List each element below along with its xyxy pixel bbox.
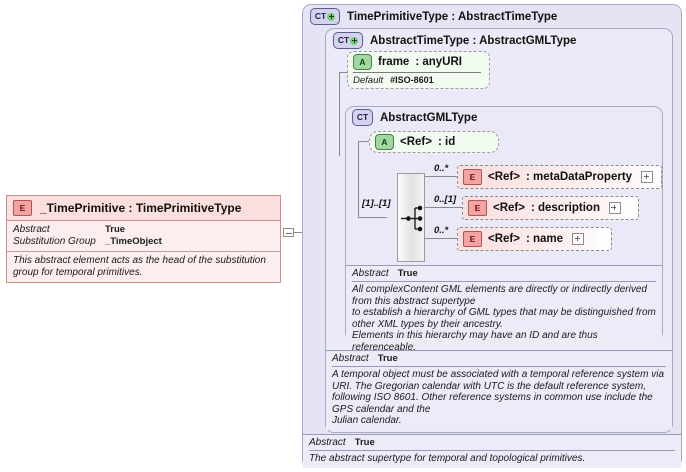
connector-line [358,217,387,218]
doc-text: A temporal object must be associated wit… [332,366,666,427]
plus-icon [350,36,359,45]
element-metadataproperty[interactable]: E <Ref> : metaDataProperty [457,165,662,189]
element-icon: E [13,200,32,216]
documentation-timeprimitivetype: Abstract True The abstract supertype for… [303,434,681,468]
property-row: Substitution Group _TimeObject [13,236,274,248]
root-element-header: E _TimePrimitive : TimePrimitiveType [7,196,280,221]
sequence-icon [401,205,423,232]
plus-expander-icon[interactable] [641,171,654,183]
type-title: AbstractGMLType [380,111,478,124]
compositor-cardinality: [1]..[1] [362,198,391,209]
plus-expander-icon[interactable] [572,233,585,245]
doc-value: True [397,268,418,279]
root-element-card[interactable]: E _TimePrimitive : TimePrimitiveType Abs… [6,195,281,284]
element-type: : name [525,233,564,245]
connector-line [339,72,348,73]
attribute-icon: A [353,54,372,70]
property-value: _TimeObject [105,236,162,247]
complextype-icon[interactable]: CT [352,109,373,126]
attribute-default: Default #ISO-8601 [353,72,481,86]
complextype-expand-icon[interactable]: CT [333,32,363,49]
type-header-abstractgmltype: CT AbstractGMLType [352,109,477,126]
doc-abstract-row: Abstract True [352,268,656,280]
doc-value: True [377,353,398,364]
type-title: TimePrimitiveType : AbstractTimeType [347,10,558,23]
default-key: Default [353,75,384,86]
element-name: <Ref> [488,171,520,183]
property-key: Abstract [13,224,50,235]
property-value: True [105,224,126,235]
type-header-abstracttimetype: CT AbstractTimeType : AbstractGMLType [333,32,576,49]
root-element-documentation: This abstract element acts as the head o… [13,255,266,278]
ct-label: CT [356,112,369,123]
attribute-type: : id [437,136,456,148]
default-value: #ISO-8601 [390,75,434,85]
documentation-abstracttimetype: Abstract True A temporal object must be … [326,350,672,430]
attribute-name: frame [378,56,410,68]
plus-expander-icon[interactable] [608,202,621,214]
complextype-expand-icon[interactable]: CT [310,8,340,25]
doc-abstract-row: Abstract True [332,353,666,365]
connector-line [358,141,359,217]
cardinality-metadataproperty: 0..* [434,163,449,174]
connector-line [425,176,458,177]
property-key: Substitution Group [13,236,96,247]
ct-label: CT [337,35,350,46]
element-type: : metaDataProperty [525,171,633,183]
type-title: AbstractTimeType : AbstractGMLType [370,34,577,47]
element-description[interactable]: E <Ref> : description [462,196,639,220]
sequence-compositor[interactable] [397,173,425,262]
attribute-row: A frame : anyURI [353,54,481,70]
connector-line [425,207,463,208]
doc-key: Abstract [332,353,369,364]
element-icon: E [463,231,482,247]
connector-line [339,72,340,156]
doc-value: True [354,437,375,448]
doc-abstract-row: Abstract True [309,437,675,449]
attribute-id-ref[interactable]: A <Ref> : id [369,131,499,153]
element-icon: E [468,200,487,216]
connector-line [358,141,369,142]
attribute-row: A <Ref> : id [375,134,490,150]
type-header-timeprimitivetype: CT TimePrimitiveType : AbstractTimeType [310,8,557,25]
attribute-type: : anyURI [415,56,462,68]
attribute-icon: A [375,134,394,150]
element-name: <Ref> [493,202,525,214]
element-icon: E [463,169,482,185]
connector-line [425,238,458,239]
ct-label: CT [314,11,327,22]
element-type: : description [530,202,600,214]
attribute-frame[interactable]: A frame : anyURI Default #ISO-8601 [347,51,490,89]
plus-icon [327,12,336,21]
doc-key: Abstract [352,268,389,279]
attribute-name: <Ref> [400,136,432,148]
page-title: _TimePrimitive : TimePrimitiveType [40,201,242,215]
element-name-row[interactable]: E <Ref> : name [457,227,612,251]
root-element-properties: Abstract True Substitution Group _TimeOb… [7,221,280,252]
cardinality-description: 0..[1] [434,194,457,205]
collapse-toggle-icon[interactable] [283,228,294,237]
cardinality-name: 0..* [434,225,449,236]
doc-text: All complexContent GML elements are dire… [352,281,656,354]
documentation-abstractgmltype: Abstract True All complexContent GML ele… [346,265,662,357]
doc-key: Abstract [309,437,346,448]
property-row: Abstract True [13,224,274,236]
element-name: <Ref> [488,233,520,245]
doc-text: The abstract supertype for temporal and … [309,450,675,465]
